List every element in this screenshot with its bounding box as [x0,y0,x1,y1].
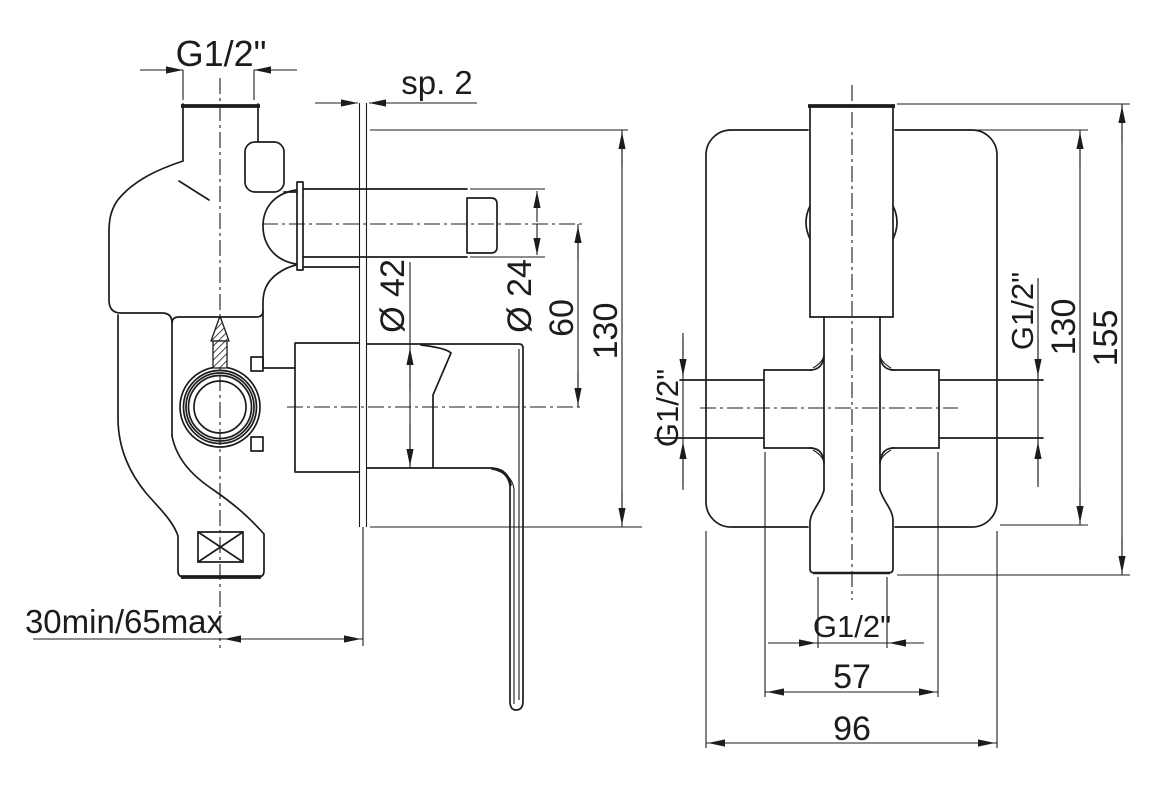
bottom-outlet [809,489,894,575]
dim-sleeve-diameter: Ø 42 [374,259,414,468]
dim-left-port-thread: G1/2" [650,333,687,490]
dim-port-spacing: 57 [764,452,939,697]
dim-inlet-thread: G1/2" [140,33,297,100]
inlet-pipe [181,103,260,162]
dim-label-bottom-port-thread: G1/2" [813,609,891,644]
spout-pipe [296,181,498,271]
dim-right-port-thread: G1/2" [1005,272,1042,487]
wall-plate-edge [358,103,368,646]
mixer-body-outline [108,141,360,579]
cover-plate [705,129,998,528]
service-port-circles [179,366,261,448]
dim-plate-width: 96 [705,531,998,748]
dim-label-overall-height: 155 [1087,310,1125,367]
dim-label-port-spacing: 57 [833,658,871,696]
escutcheon-and-handle [366,343,524,711]
cross-hub [654,354,1044,464]
dim-plate-thickness: sp. 2 [315,64,477,107]
dim-label-plate-height-left: 130 [587,303,625,360]
riser-pipe [805,104,898,491]
dim-plate-height-right: 130 [975,129,1088,526]
dim-label-right-port-thread: G1/2" [1005,272,1040,350]
dim-label-inlet-thread: G1/2" [176,33,267,74]
left-view-side-section: G1/2" sp. 2 Ø 42 Ø 24 60 [25,33,642,711]
dim-spout-offset: 60 [543,224,582,407]
diverter-knob [244,141,285,193]
left-side-port [654,379,765,439]
dim-label-plate-width: 96 [833,710,871,748]
dim-label-spout-diameter: Ø 24 [501,259,539,333]
dim-overall-height: 155 [897,103,1130,576]
dim-bottom-port-thread: G1/2" [768,577,924,648]
dim-label-install-depth: 30min/65max [25,603,224,640]
right-view-front: G1/2" G1/2" 130 155 [650,85,1130,748]
dim-label-spout-offset: 60 [543,299,581,337]
chamfer-line [178,180,210,201]
dim-label-left-port-thread: G1/2" [650,369,685,447]
flow-direction-arrow [210,314,230,369]
right-side-port [938,379,1044,439]
centerlines-right [700,85,958,600]
dim-install-depth: 30min/65max [25,603,363,643]
dim-label-plate-thickness: sp. 2 [401,64,473,101]
dim-label-plate-height-right: 130 [1045,299,1083,356]
dim-plate-height-left: 130 [370,129,642,528]
centerlines-left [219,78,583,648]
drain-x-symbol [197,531,244,563]
dim-spout-diameter: Ø 24 [470,188,545,333]
dim-label-sleeve-diameter: Ø 42 [374,259,412,333]
